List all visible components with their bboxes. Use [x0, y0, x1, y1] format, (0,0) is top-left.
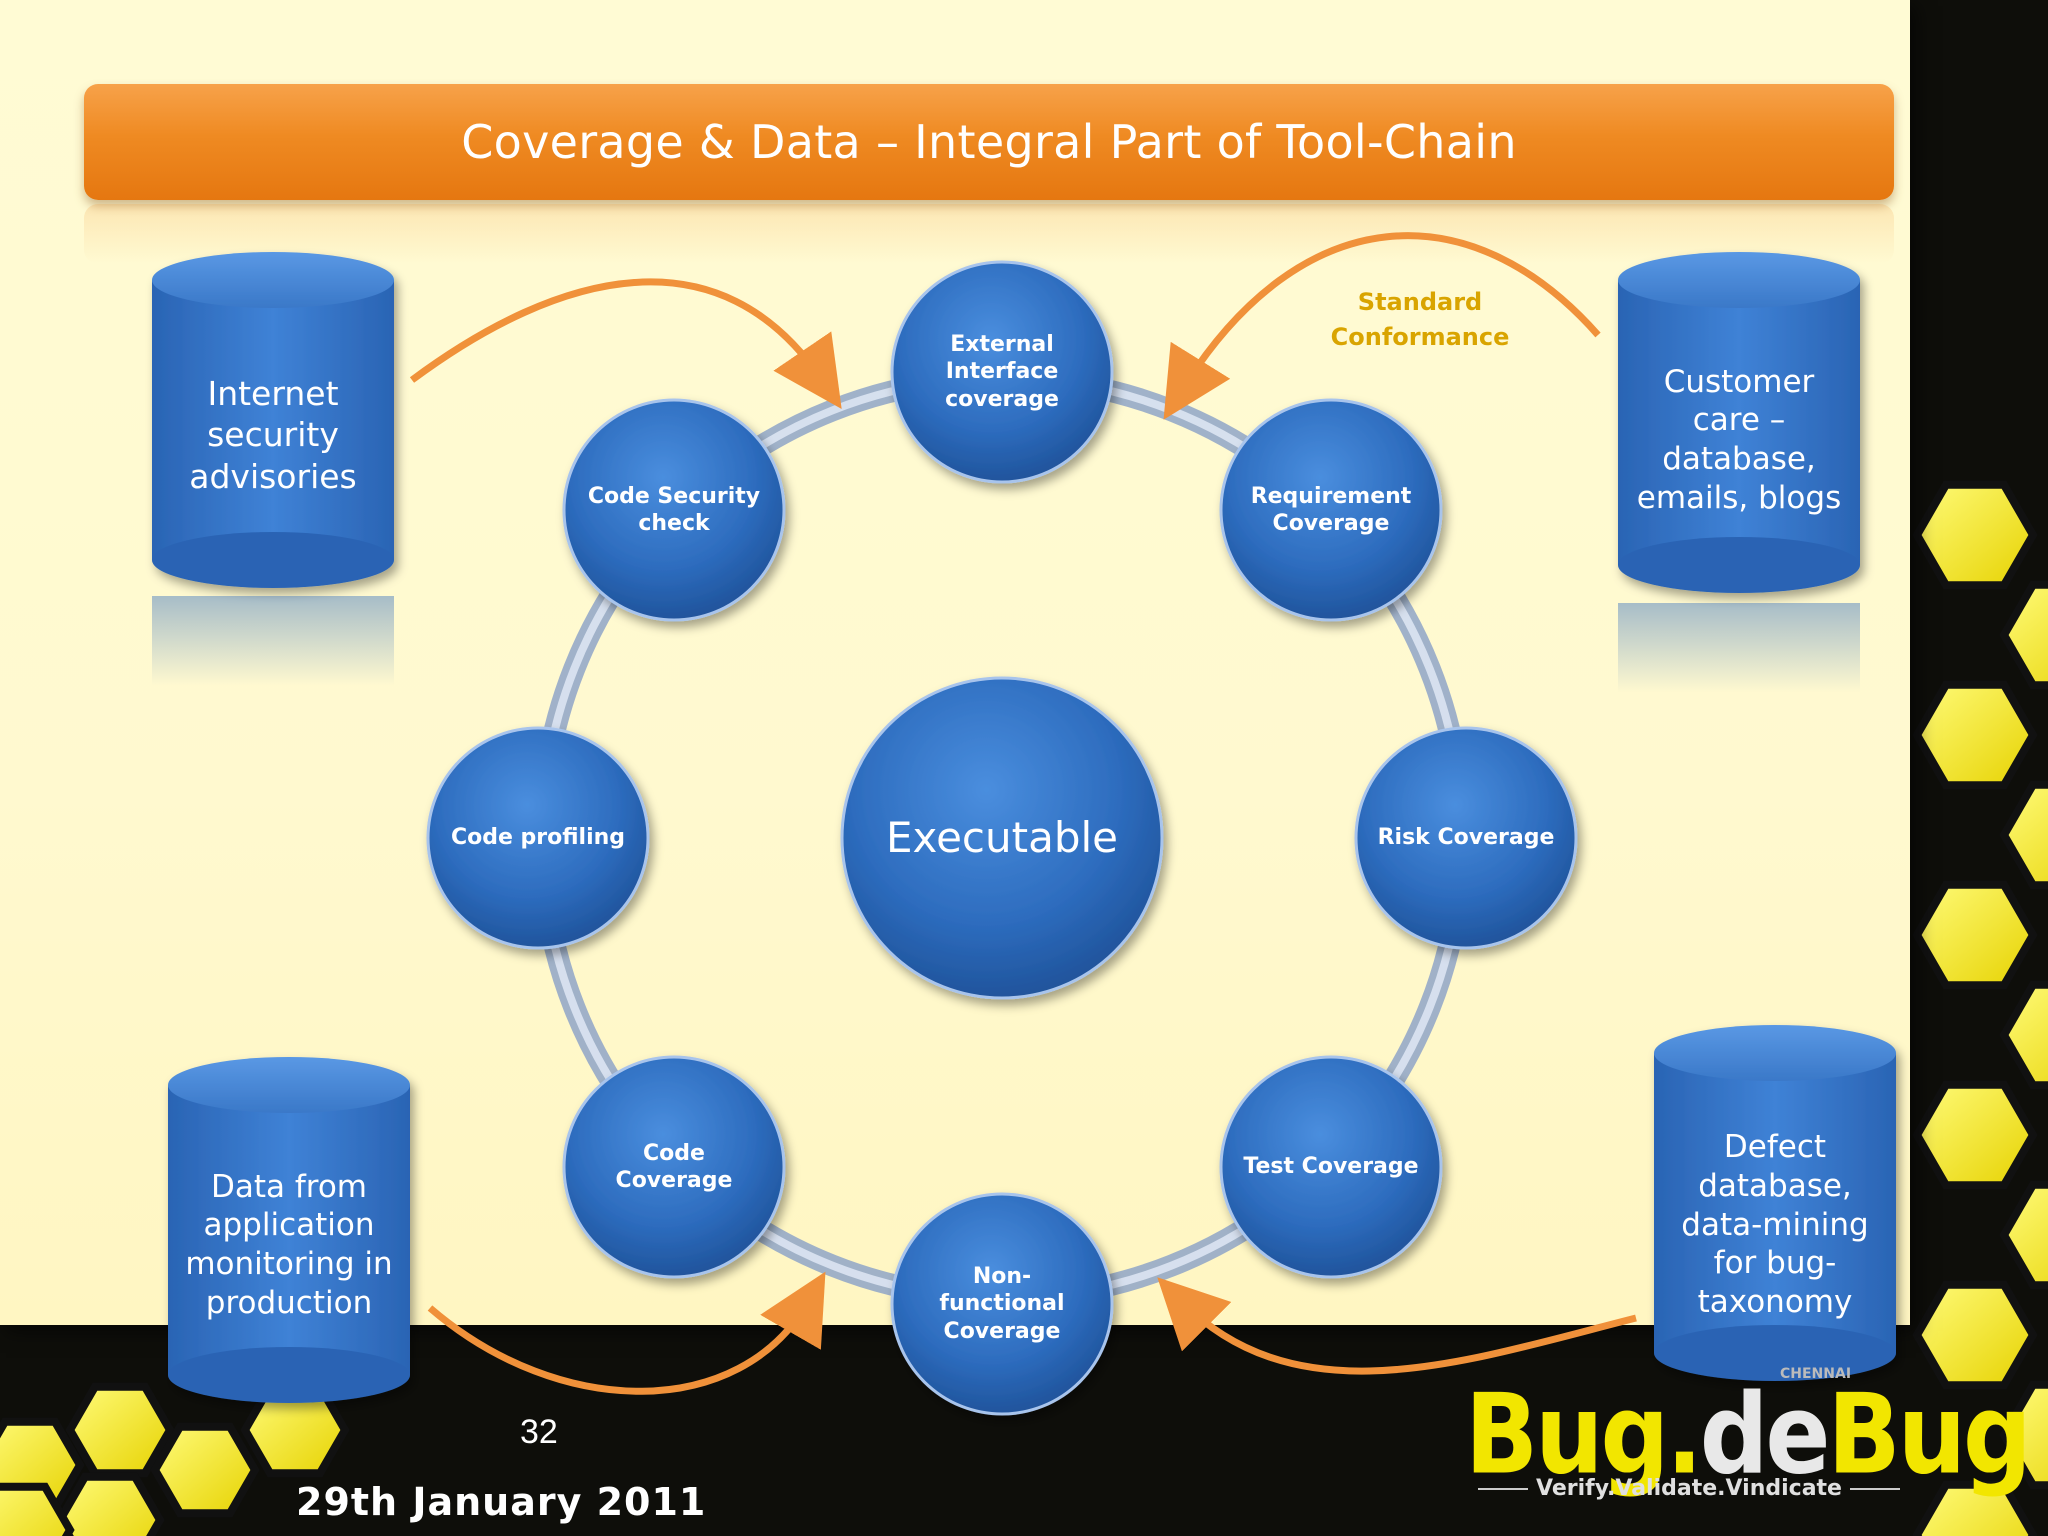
arrow-defect-to-nonfunctional — [1157, 1277, 1637, 1375]
node-nonfunctional-label: Non- functional Coverage — [939, 1263, 1065, 1344]
event-date: 29th January 2011 — [296, 1480, 707, 1524]
node-profiling-label: Code profiling — [450, 825, 626, 851]
logo-city: CHENNAI — [1780, 1366, 1852, 1382]
cylinder-defect-label: Defect database, data-mining for bug- ta… — [1681, 1129, 1869, 1321]
honeycomb-cell-left-5 — [0, 1482, 75, 1536]
honeycomb-cell-right-5 — [1999, 980, 2048, 1090]
node-test-label: Test Coverage — [1243, 1154, 1419, 1180]
node-external-shape — [890, 260, 1114, 484]
cylinder-internet-reflection — [152, 596, 394, 686]
title-reflection — [84, 204, 1894, 264]
honeycomb-cell-right-4 — [1912, 880, 2038, 990]
node-external-label: External Interface coverage — [945, 331, 1059, 412]
cylinder-internet-label: Internet security advisories — [189, 374, 357, 496]
honeycomb-cell-right-3 — [1999, 780, 2048, 890]
center-node-label: Executable — [885, 812, 1119, 862]
node-code-coverage-shape — [562, 1055, 786, 1279]
node-security-shape — [562, 398, 786, 622]
cylinder-monitoring-shape — [168, 1057, 410, 1403]
cylinder-customer-reflection — [1618, 603, 1860, 693]
cylinder-customer-label: Customer care – database, emails, blogs — [1636, 363, 1842, 516]
honeycomb-cell-left-1 — [65, 1382, 175, 1478]
logo-tagline: Verify.Validate.Vindicate — [1470, 1476, 1908, 1501]
arrow-monitoring-to-nonfunctional — [427, 1271, 826, 1395]
cylinder-customer-shape — [1618, 252, 1860, 593]
title-bar: Coverage & Data – Integral Part of Tool-… — [84, 84, 1894, 200]
honeycomb-cell-right-10 — [1912, 1480, 2038, 1536]
honeycomb-cell-right-8 — [1912, 1280, 2038, 1390]
node-security-label: Code Security check — [587, 483, 761, 537]
honeycomb-cell-left-2 — [150, 1422, 260, 1518]
honeycomb-cell-right-7 — [1999, 1180, 2048, 1290]
node-code-coverage-label: Code Coverage — [615, 1140, 733, 1194]
node-risk-shape — [1354, 726, 1578, 950]
honeycomb-cell-right-9 — [1999, 1380, 2048, 1490]
node-test-shape — [1219, 1055, 1443, 1279]
honeycomb-cell-right-6 — [1912, 1080, 2038, 1190]
standard-conformance-label: Standard Conformance — [1330, 288, 1510, 351]
cylinder-internet-shape — [152, 252, 394, 588]
honeycomb-cell-right-0 — [1912, 480, 2038, 590]
node-profiling-shape — [426, 726, 650, 950]
node-requirement-label: Requirement Coverage — [1250, 483, 1412, 537]
slide-title: Coverage & Data – Integral Part of Tool-… — [461, 115, 1517, 169]
cylinder-monitoring-label: Data from application monitoring in prod… — [185, 1168, 393, 1321]
node-requirement-shape — [1219, 398, 1443, 622]
honeycomb-cell-right-1 — [1999, 580, 2048, 690]
honeycomb-cell-right-2 — [1912, 680, 2038, 790]
node-nonfunctional-shape — [890, 1192, 1114, 1416]
center-node-shape — [840, 676, 1164, 1000]
arrow-customer-to-external — [1163, 232, 1601, 420]
arrow-internet-to-external — [409, 278, 842, 409]
page-number: 32 — [520, 1413, 558, 1451]
node-risk-label: Risk Coverage — [1377, 825, 1555, 851]
cylinder-defect-shape — [1654, 1025, 1896, 1381]
